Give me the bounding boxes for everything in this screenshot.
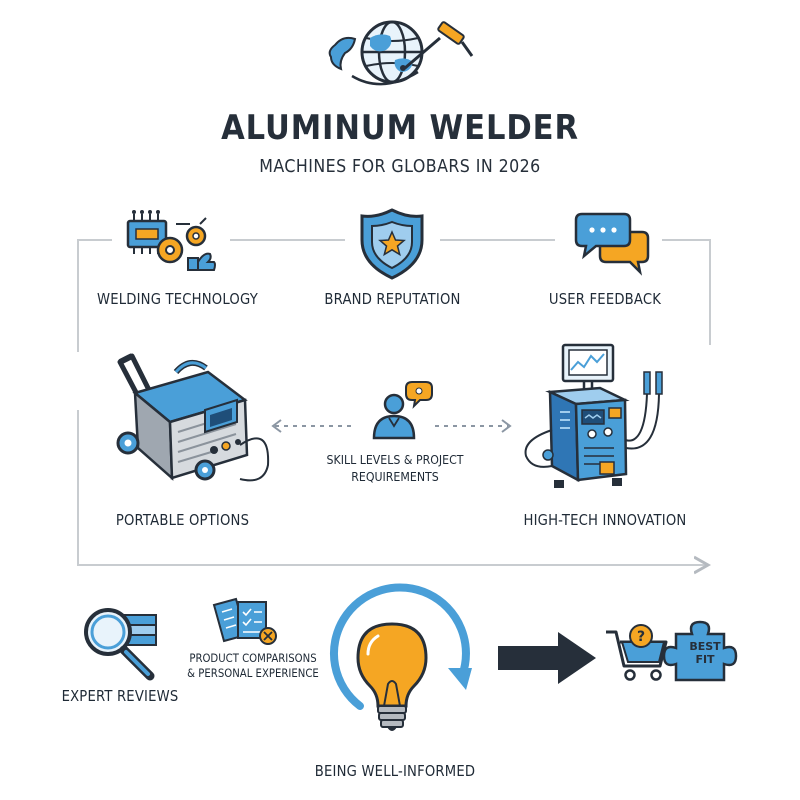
skill-levels-line1: SKILL LEVELS & PROJECT [326, 452, 464, 467]
being-well-informed-label: BEING WELL-INFORMED [314, 762, 476, 780]
high-tech-innovation-label: HIGH-TECH INNOVATION [523, 511, 687, 529]
hightech-welder-icon [524, 343, 663, 488]
puzzle-piece-icon [662, 620, 738, 682]
shopping-cart-icon: ? [606, 624, 668, 681]
lightbulb-cycle-icon [329, 583, 472, 731]
chat-bubbles-icon [574, 212, 650, 276]
big-right-arrow [498, 632, 596, 684]
welding-technology-label: WELDING TECHNOLOGY [96, 290, 258, 308]
magnifier-books-icon [84, 608, 157, 681]
person-thinking-icon [372, 381, 433, 440]
portable-options-label: PORTABLE OPTIONS [115, 511, 250, 529]
page-subtitle: MACHINES FOR GLOBARS IN 2026 [259, 156, 541, 177]
dashed-arrows [271, 419, 512, 433]
brand-reputation-label: BRAND REPUTATION [324, 290, 461, 308]
shield-star-icon [360, 208, 424, 280]
skill-levels-label: SKILL LEVELS & PROJECT REQUIREMENTS [298, 451, 492, 485]
flow-lines [77, 239, 710, 565]
svg-text:?: ? [637, 629, 645, 645]
documents-check-icon [212, 597, 277, 645]
comparisons-line2: & PERSONAL EXPERIENCE [187, 666, 319, 680]
page-title: ALUMINUM WELDER [221, 108, 579, 148]
user-feedback-label: USER FEEDBACK [548, 290, 662, 308]
best-fit-line1: BEST [689, 640, 721, 653]
portable-welder-icon [116, 353, 270, 482]
circuit-gears-icon [126, 210, 216, 271]
globe-torch-icon [328, 20, 474, 86]
expert-reviews-label: EXPERT REVIEWS [61, 687, 179, 705]
skill-levels-line2: REQUIREMENTS [351, 469, 439, 484]
best-fit-line2: FIT [695, 653, 715, 666]
comparisons-line1: PRODUCT COMPARISONS [189, 651, 317, 665]
best-fit-label: BEST FIT [680, 640, 730, 666]
product-comparisons-label: PRODUCT COMPARISONS & PERSONAL EXPERIENC… [187, 651, 319, 681]
